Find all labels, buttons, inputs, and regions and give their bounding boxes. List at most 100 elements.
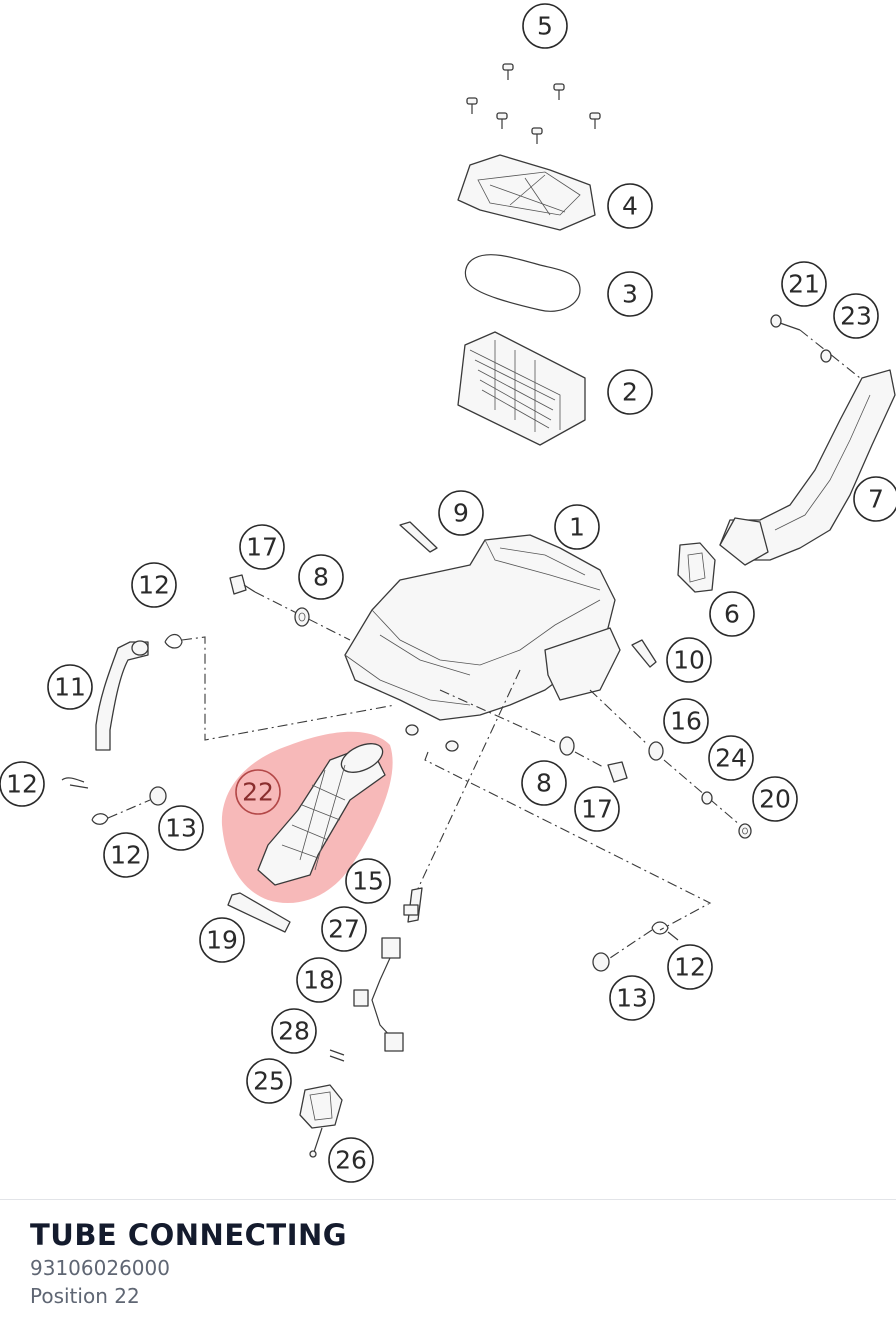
callout-6[interactable]: 6 — [709, 591, 755, 637]
callout-24[interactable]: 24 — [708, 735, 754, 781]
svg-text:12: 12 — [674, 953, 706, 982]
callout-4[interactable]: 4 — [607, 183, 653, 229]
svg-text:17: 17 — [246, 533, 278, 562]
selected-part-panel: TUBE CONNECTING 93106026000 Position 22 — [0, 1199, 896, 1336]
part-13-cap-left[interactable] — [149, 786, 167, 806]
part-6-seal[interactable] — [677, 542, 716, 593]
callout-17-lower[interactable]: 17 — [574, 786, 620, 832]
part-7-intake-duct[interactable] — [719, 369, 896, 566]
svg-text:26: 26 — [335, 1146, 367, 1175]
svg-text:13: 13 — [165, 814, 197, 843]
part-4-filter-cover[interactable] — [457, 154, 596, 231]
svg-text:9: 9 — [453, 499, 469, 528]
part-11-hose[interactable] — [95, 640, 149, 751]
part-23-washer[interactable] — [820, 349, 832, 363]
part-1-airbox[interactable] — [344, 534, 621, 752]
part-12-clamp-lower-right[interactable] — [651, 921, 679, 941]
part-17-screw-upper[interactable] — [229, 574, 256, 595]
part-21-bolt[interactable] — [770, 314, 801, 331]
callout-11[interactable]: 11 — [47, 664, 93, 710]
callout-5[interactable]: 5 — [522, 3, 568, 49]
part-12-clamp-upper[interactable] — [164, 633, 183, 649]
svg-text:5: 5 — [537, 12, 553, 41]
part-position: Position 22 — [30, 1284, 140, 1308]
part-16-grommet[interactable] — [648, 741, 664, 761]
callout-9[interactable]: 9 — [438, 490, 484, 536]
callout-23[interactable]: 23 — [833, 293, 879, 339]
callout-12-left[interactable]: 12 — [0, 761, 45, 807]
callout-1[interactable]: 1 — [554, 504, 600, 550]
svg-text:8: 8 — [536, 769, 552, 798]
svg-text:6: 6 — [724, 600, 740, 629]
svg-text:18: 18 — [303, 966, 335, 995]
part-3-gasket[interactable] — [464, 254, 581, 312]
callout-19[interactable]: 19 — [199, 917, 245, 963]
svg-text:15: 15 — [352, 867, 384, 896]
svg-text:23: 23 — [840, 302, 872, 331]
callout-17-upper[interactable]: 17 — [239, 524, 285, 570]
svg-text:7: 7 — [868, 485, 884, 514]
callout-13-left[interactable]: 13 — [158, 805, 204, 851]
callout-12-lower-right[interactable]: 12 — [667, 944, 713, 990]
part-19-tube[interactable] — [227, 892, 291, 933]
part-24-washer[interactable] — [701, 791, 713, 805]
part-26-pin[interactable] — [309, 1127, 323, 1158]
part-12-clamp-left[interactable] — [61, 777, 89, 789]
svg-text:10: 10 — [673, 646, 705, 675]
part-15-sensor[interactable] — [403, 887, 423, 923]
svg-text:19: 19 — [206, 926, 238, 955]
callout-21[interactable]: 21 — [781, 261, 827, 307]
svg-text:4: 4 — [622, 192, 638, 221]
part-2-air-filter[interactable] — [457, 331, 586, 446]
callout-13-right[interactable]: 13 — [609, 975, 655, 1021]
svg-text:8: 8 — [313, 563, 329, 592]
part-13-cap-right[interactable] — [592, 952, 610, 972]
svg-text:20: 20 — [759, 785, 791, 814]
part-20-nut[interactable] — [738, 823, 752, 839]
svg-text:17: 17 — [581, 795, 613, 824]
callout-20[interactable]: 20 — [752, 776, 798, 822]
callout-18[interactable]: 18 — [296, 957, 342, 1003]
callout-26[interactable]: 26 — [328, 1137, 374, 1183]
callout-8-upper[interactable]: 8 — [298, 554, 344, 600]
callout-2[interactable]: 2 — [607, 369, 653, 415]
part-28-pins[interactable] — [329, 1049, 345, 1062]
svg-text:28: 28 — [278, 1017, 310, 1046]
svg-text:12: 12 — [110, 841, 142, 870]
callout-10[interactable]: 10 — [666, 637, 712, 683]
callout-7[interactable]: 7 — [853, 476, 896, 522]
callout-28[interactable]: 28 — [271, 1008, 317, 1054]
callout-16[interactable]: 16 — [663, 698, 709, 744]
svg-text:12: 12 — [6, 770, 38, 799]
callout-12-upper[interactable]: 12 — [131, 562, 177, 608]
part-10-bracket[interactable] — [631, 639, 657, 668]
svg-text:11: 11 — [54, 673, 86, 702]
svg-text:24: 24 — [715, 744, 747, 773]
part-name: TUBE CONNECTING — [30, 1218, 348, 1252]
callout-8-lower[interactable]: 8 — [521, 760, 567, 806]
part-8-grommet-upper[interactable] — [294, 607, 310, 627]
svg-text:3: 3 — [622, 280, 638, 309]
callout-3[interactable]: 3 — [607, 271, 653, 317]
callout-15[interactable]: 15 — [345, 858, 391, 904]
svg-text:2: 2 — [622, 378, 638, 407]
svg-text:21: 21 — [788, 270, 820, 299]
callout-22[interactable]: 22 — [235, 769, 281, 815]
svg-text:16: 16 — [670, 707, 702, 736]
part-25-bracket[interactable] — [299, 1084, 343, 1129]
callout-27[interactable]: 27 — [321, 906, 367, 952]
svg-text:13: 13 — [616, 984, 648, 1013]
svg-text:27: 27 — [328, 915, 360, 944]
exploded-parts-diagram: 5 4 3 2 21 23 7 9 1 6 17 8 12 11 10 16 2… — [0, 3, 896, 1183]
part-22-tube-connecting[interactable] — [257, 738, 387, 886]
callout-25[interactable]: 25 — [246, 1058, 292, 1104]
part-5-screws[interactable] — [466, 63, 601, 144]
callout-12-lower-left[interactable]: 12 — [103, 832, 149, 878]
part-number: 93106026000 — [30, 1256, 170, 1280]
part-12-clamp-lower-left[interactable] — [91, 813, 109, 825]
part-18-wiring-harness[interactable] — [353, 937, 404, 1052]
part-9-clip[interactable] — [399, 521, 438, 553]
part-8-grommet-lower[interactable] — [559, 736, 575, 756]
part-17-screw-lower[interactable] — [607, 761, 628, 783]
svg-text:12: 12 — [138, 571, 170, 600]
